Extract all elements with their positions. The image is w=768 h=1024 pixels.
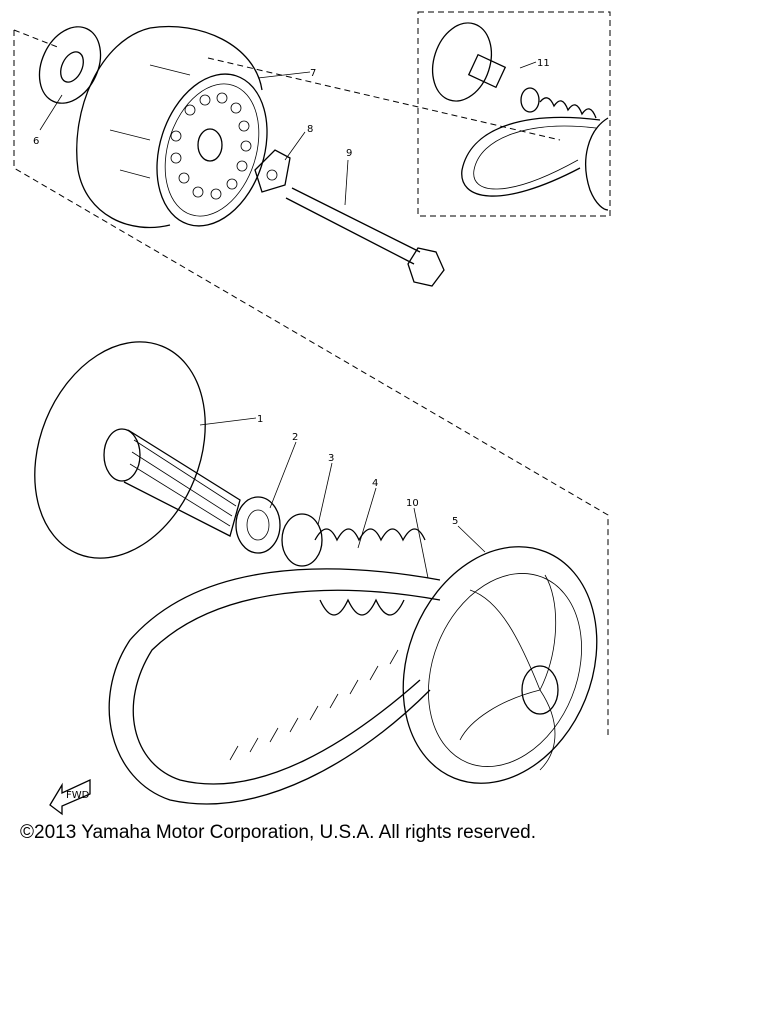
part-10-drive-belt bbox=[108, 568, 441, 805]
part-6-washer bbox=[38, 26, 102, 104]
callout-leader-lines bbox=[39, 61, 537, 579]
callout-11: 11 bbox=[537, 58, 550, 69]
callout-8: 8 bbox=[307, 124, 313, 135]
part-4-spring bbox=[314, 528, 426, 616]
forward-arrow-icon: FWD bbox=[49, 778, 91, 816]
callout-2: 2 bbox=[292, 432, 298, 443]
part-2-collar bbox=[235, 496, 281, 554]
part-7-clutch-housing bbox=[76, 25, 268, 229]
callout-3: 3 bbox=[328, 453, 334, 464]
inset-detail-box bbox=[417, 11, 611, 217]
part-9-bolt bbox=[285, 187, 445, 287]
callout-7: 7 bbox=[310, 68, 316, 79]
callout-10: 10 bbox=[406, 498, 419, 509]
assembly-guide-lines bbox=[13, 29, 609, 735]
exploded-parts-diagram: FWD 6 7 8 9 11 1 2 3 4 10 5 bbox=[13, 11, 611, 816]
part-1-fixed-sheave bbox=[34, 341, 241, 559]
callout-6: 6 bbox=[33, 136, 39, 147]
part-3-spring-seat bbox=[281, 513, 323, 567]
fwd-label: FWD bbox=[66, 790, 90, 801]
part-8-lock-plate bbox=[254, 149, 291, 193]
callout-9: 9 bbox=[346, 148, 352, 159]
callout-4: 4 bbox=[372, 478, 378, 489]
callout-5: 5 bbox=[452, 516, 458, 527]
copyright-notice: ©2013 Yamaha Motor Corporation, U.S.A. A… bbox=[20, 822, 536, 843]
callout-numbers: 6 7 8 9 11 1 2 3 4 10 5 bbox=[33, 58, 550, 527]
callout-1: 1 bbox=[257, 414, 263, 425]
part-5-sliding-sheave bbox=[402, 546, 598, 784]
